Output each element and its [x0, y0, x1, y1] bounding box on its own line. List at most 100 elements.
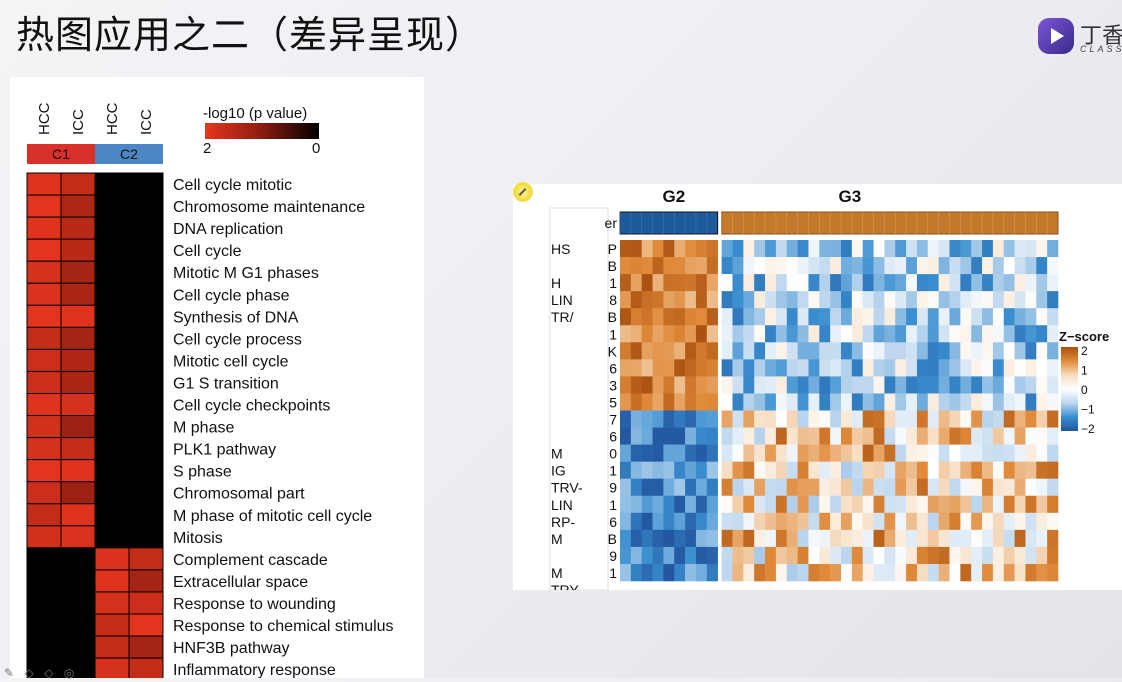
heatmap-cell [927, 546, 939, 565]
heatmap-cell [938, 546, 950, 565]
heatmap-cell [1036, 546, 1048, 565]
heatmap-cell [1014, 427, 1026, 445]
heatmap-cell [674, 240, 686, 258]
row-label: Response to chemical stimulus [173, 618, 394, 635]
row-label-fragment: LIN [551, 497, 573, 513]
heatmap-cell [927, 512, 939, 531]
heatmap-cell [960, 274, 972, 292]
heatmap-cell [674, 546, 686, 565]
heatmap-cell [94, 525, 130, 549]
heatmap-cell [938, 427, 950, 445]
heatmap-cell [685, 342, 697, 360]
heatmap-cell [819, 478, 831, 497]
row-label: Complement cascade [173, 552, 328, 569]
heatmap-cell [26, 370, 62, 395]
heatmap-cell [830, 342, 842, 360]
heatmap-cell [641, 257, 653, 275]
legend-min-label: 2 [203, 140, 211, 157]
heatmap-cell [927, 393, 939, 411]
heatmap-cell [652, 274, 664, 292]
heatmap-cell [906, 291, 918, 309]
heatmap-cell [895, 359, 907, 377]
heatmap-cell [808, 376, 820, 394]
heatmap-cell [128, 415, 164, 439]
heatmap-cell [884, 563, 896, 582]
heatmap-cell [641, 393, 653, 411]
heatmap-cell [916, 512, 929, 531]
heatmap-cell [685, 257, 697, 275]
record-icon[interactable]: ◎ [63, 666, 75, 680]
row-label-end: 1 [609, 497, 617, 513]
heatmap-cell [938, 529, 950, 548]
heatmap-cell [652, 342, 664, 360]
heatmap-cell [808, 478, 820, 497]
heatmap-cell [786, 546, 798, 565]
heatmap-cell [721, 529, 733, 548]
heatmap-cell [873, 342, 885, 360]
heatmap-cell [695, 410, 708, 428]
heatmap-cell [808, 325, 820, 343]
heatmap-cell [26, 437, 62, 461]
heatmap-cell [797, 495, 809, 514]
heatmap-cell [1036, 461, 1048, 479]
heatmap-cell [630, 359, 642, 377]
heatmap-cell [775, 342, 788, 360]
heatmap-cell [873, 308, 885, 326]
heatmap-cell [786, 563, 798, 582]
heatmap-cell [873, 325, 885, 343]
heatmap-cell [706, 257, 718, 275]
heatmap-cell [128, 613, 164, 637]
heatmap-cell [1025, 393, 1037, 411]
circle-icon[interactable]: ◇ [44, 666, 54, 680]
heatmap-cell [26, 216, 62, 240]
heatmap-cell [808, 495, 820, 514]
heatmap-cell [851, 393, 863, 411]
heatmap-cell [674, 461, 686, 479]
heatmap-cell [1003, 308, 1015, 326]
heatmap-cell [128, 194, 164, 218]
heatmap-cell [743, 325, 755, 343]
heatmap-cell [851, 444, 863, 462]
heatmap-cell [652, 546, 664, 565]
heatmap-cell [927, 529, 939, 548]
heatmap-cell [754, 359, 766, 377]
heatmap-cell [706, 393, 718, 411]
heatmap-cell [873, 444, 885, 462]
heatmap-cell [873, 410, 885, 428]
heatmap-cell [895, 563, 907, 582]
heatmap-cell [992, 325, 1005, 343]
heatmap-cell [949, 257, 961, 275]
heatmap-cell [765, 427, 777, 445]
heatmap-cell [620, 444, 632, 462]
heatmap-cell [797, 359, 809, 377]
heatmap-cell [743, 546, 755, 565]
heatmap-cell [895, 529, 907, 548]
heatmap-cell [128, 216, 164, 240]
heatmap-cell [754, 393, 766, 411]
heatmap-cell [94, 282, 130, 306]
heatmap-cell [732, 529, 744, 548]
heatmap-cell [663, 563, 675, 582]
heatmap-cell [663, 376, 675, 394]
heatmap-cell [695, 240, 708, 258]
heatmap-cell [721, 274, 733, 292]
heatmap-cell [721, 410, 733, 428]
heatmap-cell [620, 478, 632, 497]
heatmap-cell [808, 512, 820, 531]
heatmap-cell [819, 427, 831, 445]
pen-icon[interactable]: ✎ [4, 666, 15, 680]
heatmap-cell [949, 325, 961, 343]
heatmap-cell [26, 569, 62, 593]
heatmap-cell [862, 444, 874, 462]
circle-icon[interactable]: ◇ [24, 666, 34, 680]
annotation-label: er [605, 215, 618, 231]
heatmap-cell [652, 495, 664, 514]
heatmap-cell [663, 325, 675, 343]
heatmap-cell [721, 308, 733, 326]
heatmap-cell [754, 478, 766, 497]
heatmap-cell [927, 257, 939, 275]
heatmap-cell [819, 393, 831, 411]
heatmap-cell [652, 257, 664, 275]
row-label: Extracellular space [173, 574, 308, 591]
heatmap-cell [862, 495, 874, 514]
